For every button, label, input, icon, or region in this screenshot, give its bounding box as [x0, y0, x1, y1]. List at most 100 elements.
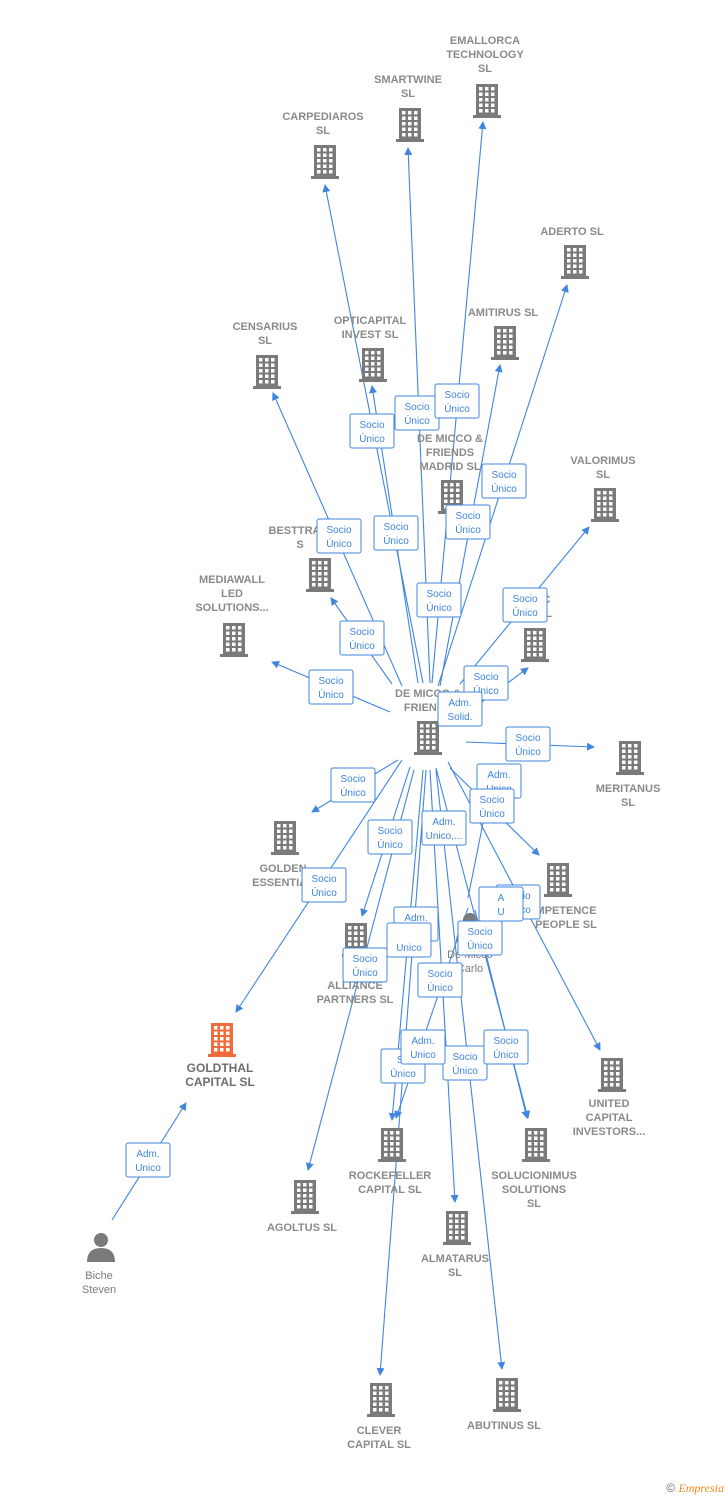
- edge-label-text: Único: [479, 807, 505, 820]
- node-label-line: CAPITAL SL: [347, 1439, 411, 1451]
- building-icon: [359, 348, 387, 382]
- edge-label-box[interactable]: Adm.Unico: [125, 1142, 171, 1178]
- node-label-line: CAPITAL SL: [358, 1184, 422, 1196]
- edge-label-text: Socio: [311, 874, 336, 885]
- edge-label-text: Unico: [135, 1163, 161, 1174]
- edge-label-box[interactable]: Adm.Unico,...: [421, 810, 467, 846]
- node-amitirus[interactable]: AMITIRUS SL: [468, 307, 539, 360]
- node-label-line: SL: [401, 88, 415, 100]
- edge-label-text: Único: [515, 745, 541, 758]
- edge-label-text: Adm.: [448, 698, 471, 709]
- edge-label-text: U: [497, 907, 504, 918]
- edge-label-box[interactable]: Adm.Unico: [400, 1029, 446, 1065]
- edge-label-text: Socio: [426, 589, 451, 600]
- edge-label-box[interactable]: Adm. Solid.: [437, 691, 483, 727]
- edge-label-text: Socio: [383, 522, 408, 533]
- node-label-line: OPTICAPITAL: [334, 315, 407, 327]
- edge-labels-layer: SocioÚnicoSocioÚnicoSocioÚnicoSocioÚnico…: [125, 383, 551, 1178]
- building-icon: [616, 741, 644, 775]
- edge-label-text: Único: [318, 688, 344, 701]
- node-label: CLEVER CAPITAL SL: [347, 1425, 411, 1451]
- edge-label-text: Único: [452, 1064, 478, 1077]
- edge-label-text: Único: [455, 523, 481, 536]
- node-aderto[interactable]: ADERTO SL: [540, 226, 604, 279]
- node-label-line: FRIENDS: [426, 447, 474, 459]
- node-label-line: DE MICCO &: [417, 433, 483, 445]
- node-smartwine[interactable]: SMARTWINE SL: [374, 74, 442, 142]
- edge-label-text: Socio: [479, 795, 504, 806]
- building-icon: [271, 821, 299, 855]
- edge-label-text: Socio: [404, 402, 429, 413]
- edge-label-box[interactable]: AU: [478, 886, 524, 922]
- edge-label-text: Solid.: [447, 712, 472, 723]
- node-clever[interactable]: CLEVER CAPITAL SL: [347, 1383, 411, 1451]
- edge-label-text: Socio: [493, 1036, 518, 1047]
- footer-brand[interactable]: © Empresia: [666, 1481, 724, 1496]
- node-label-line: SL: [478, 63, 492, 75]
- edge-label-text: Socio: [473, 672, 498, 683]
- edge-label-box[interactable]: Unico: [386, 922, 432, 958]
- edge-label-text: Único: [404, 414, 430, 427]
- node-label: SMARTWINE SL: [374, 74, 442, 100]
- edge-label-text: Socio: [349, 627, 374, 638]
- node-label-line: AMITIRUS SL: [468, 307, 539, 319]
- edge-label-text: Único: [467, 939, 493, 952]
- building-icon: [491, 326, 519, 360]
- edge-label-text: A: [498, 893, 505, 904]
- node-label: ADERTO SL: [540, 226, 604, 238]
- node-label: AGOLTUS SL: [267, 1222, 337, 1234]
- node-label-line: SMARTWINE: [374, 74, 442, 86]
- node-agoltus[interactable]: AGOLTUS SL: [267, 1180, 337, 1234]
- node-abutinus[interactable]: ABUTINUS SL: [467, 1378, 541, 1432]
- node-label-line: MPETENCE: [535, 905, 596, 917]
- edge-label-text: Único: [383, 534, 409, 547]
- building-icon: [473, 84, 501, 118]
- node-label-line: CLEVER: [357, 1425, 402, 1437]
